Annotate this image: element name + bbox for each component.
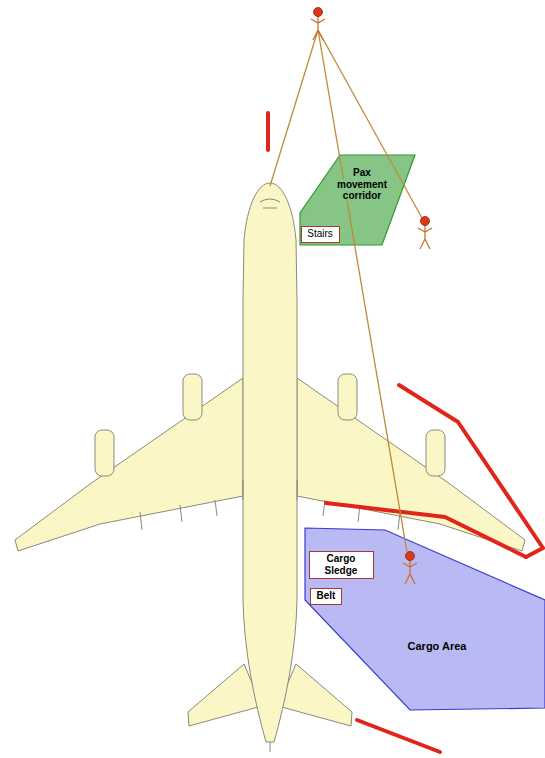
sight-line [318, 30, 407, 552]
label-patch: Pax movement corridor [336, 167, 388, 201]
person-body [311, 16, 325, 40]
cargo-sledge-box: Cargo Sledge [309, 551, 374, 579]
person-head [314, 8, 323, 17]
node-label: Pax movement corridor [329, 167, 395, 202]
cockpit-windows [260, 199, 280, 208]
node-label: Belt [312, 589, 341, 603]
marshaller-figure [418, 217, 432, 250]
person-body [418, 225, 432, 249]
region-polygon [300, 155, 415, 245]
engine [95, 430, 114, 476]
barrier-line [357, 720, 440, 752]
node-label: Cargo Area [397, 640, 477, 653]
stairs-box: Stairs [301, 226, 340, 243]
engine [426, 430, 445, 476]
person-head [421, 217, 430, 226]
label-patch: Cargo Area [407, 640, 468, 652]
fuselage [243, 183, 297, 742]
node-label: Stairs [302, 227, 338, 241]
engine [183, 374, 202, 420]
region-polygon [305, 528, 545, 710]
person-body [403, 560, 417, 584]
tail-cone [270, 742, 271, 752]
sight-line [270, 30, 318, 186]
right-wing [297, 378, 525, 551]
marshaller-figure [311, 8, 325, 41]
sight-lines [270, 30, 422, 552]
barrier-line [266, 113, 270, 150]
left-wing [15, 378, 243, 551]
belt-box: Belt [310, 588, 342, 605]
cargo-area-region: Cargo Area Cargo SledgeBelt [303, 526, 545, 712]
sight-line [318, 30, 422, 218]
flap-fairings [140, 480, 400, 530]
marshaller-figure [403, 552, 417, 585]
engine [338, 374, 357, 420]
node-label: Cargo Sledge [310, 552, 372, 577]
person-head [406, 552, 415, 561]
